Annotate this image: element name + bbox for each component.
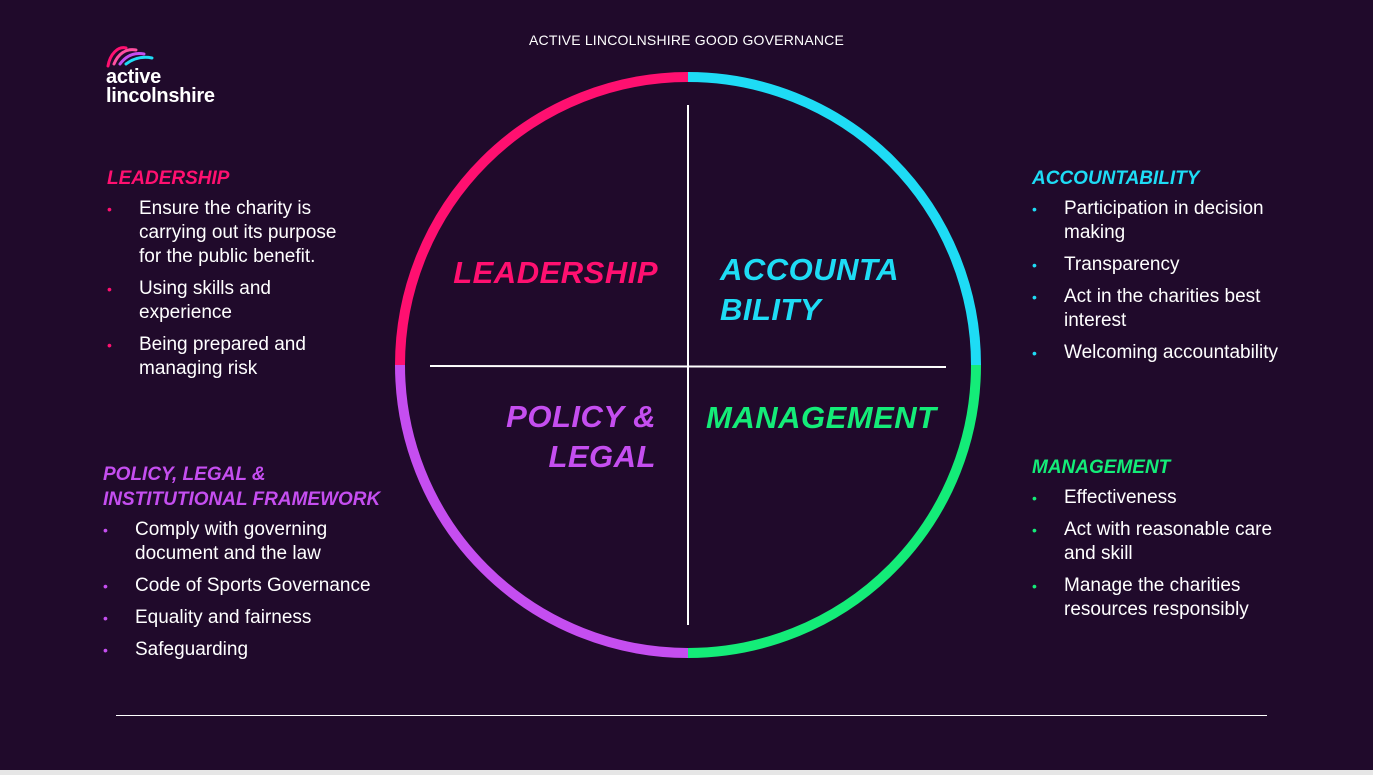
- item-line: Participation in decision: [1064, 198, 1264, 219]
- policy-arc: [395, 364, 689, 658]
- accountability-list: • Participation in decision making • Tra…: [1032, 197, 1332, 365]
- list-item: • Ensure the charity is carrying out its…: [107, 197, 387, 269]
- item-line: making: [1064, 222, 1126, 243]
- quadrant-label-policy-1: POLICY &: [506, 399, 656, 434]
- list-item: • Code of Sports Governance: [103, 574, 423, 598]
- accountability-heading: ACCOUNTABILITY: [1032, 168, 1200, 189]
- bullet-icon: •: [1032, 289, 1037, 305]
- list-item: • Being prepared and managing risk: [107, 333, 387, 381]
- policy-section: POLICY, LEGAL & INSTITUTIONAL FRAMEWORK …: [103, 462, 423, 670]
- list-item: • Welcoming accountability: [1032, 341, 1332, 365]
- bullet-icon: •: [107, 337, 112, 353]
- item-line: managing risk: [139, 358, 258, 379]
- bullet-icon: •: [1032, 257, 1037, 273]
- leadership-heading: LEADERSHIP: [107, 168, 230, 189]
- accountability-arc: [687, 72, 981, 366]
- bullet-icon: •: [1032, 522, 1037, 538]
- item-line: Transparency: [1064, 254, 1180, 275]
- list-item: • Act in the charities best interest: [1032, 285, 1332, 333]
- item-line: Equality and fairness: [135, 607, 312, 628]
- management-arc: [687, 364, 981, 658]
- item-line: Act with reasonable care: [1064, 519, 1273, 540]
- list-item: • Manage the charities resources respons…: [1032, 574, 1332, 622]
- bullet-icon: •: [1032, 345, 1037, 361]
- quadrant-label-leadership: LEADERSHIP: [453, 255, 658, 290]
- item-line: Manage the charities: [1064, 575, 1241, 596]
- bullet-icon: •: [107, 201, 112, 217]
- bullet-icon: •: [1032, 578, 1037, 594]
- policy-heading-line-2: INSTITUTIONAL FRAMEWORK: [103, 489, 381, 510]
- management-list: • Effectiveness • Act with reasonable ca…: [1032, 486, 1332, 622]
- bullet-icon: •: [103, 522, 108, 538]
- bottom-strip: [0, 770, 1373, 775]
- item-line: Using skills and: [139, 278, 271, 299]
- active-lincolnshire-logo: active lincolnshire: [104, 40, 244, 112]
- item-line: resources responsibly: [1064, 599, 1249, 620]
- leadership-arc: [395, 72, 689, 366]
- item-line: Effectiveness: [1064, 487, 1177, 508]
- policy-heading: POLICY, LEGAL & INSTITUTIONAL FRAMEWORK: [103, 462, 423, 512]
- policy-list: • Comply with governing document and the…: [103, 518, 423, 662]
- list-item: • Equality and fairness: [103, 606, 423, 630]
- management-heading: MANAGEMENT: [1032, 457, 1171, 478]
- footer-divider: [116, 715, 1267, 716]
- bullet-icon: •: [1032, 490, 1037, 506]
- list-item: • Transparency: [1032, 253, 1332, 277]
- item-line: document and the law: [135, 543, 321, 564]
- item-line: Welcoming accountability: [1064, 342, 1279, 363]
- logo-line-1: active: [106, 66, 161, 88]
- item-line: Comply with governing: [135, 519, 328, 540]
- quadrant-label-accountability-2: BILITY: [720, 292, 824, 327]
- list-item: • Participation in decision making: [1032, 197, 1332, 245]
- list-item: • Safeguarding: [103, 638, 423, 662]
- list-item: • Comply with governing document and the…: [103, 518, 423, 566]
- list-item: • Effectiveness: [1032, 486, 1332, 510]
- item-line: carrying out its purpose: [139, 222, 337, 243]
- item-line: for the public benefit.: [139, 246, 316, 267]
- logo-swoosh-icon: [106, 46, 154, 68]
- item-line: interest: [1064, 310, 1127, 331]
- item-line: Act in the charities best: [1064, 286, 1261, 307]
- logo-line-2: lincolnshire: [106, 85, 215, 107]
- bullet-icon: •: [103, 642, 108, 658]
- management-section: MANAGEMENT • Effectiveness • Act with re…: [1032, 455, 1332, 630]
- bullet-icon: •: [1032, 201, 1037, 217]
- leadership-section: LEADERSHIP • Ensure the charity is carry…: [107, 166, 387, 389]
- bullet-icon: •: [103, 578, 108, 594]
- quadrant-label-policy-2: LEGAL: [548, 439, 656, 474]
- leadership-list: • Ensure the charity is carrying out its…: [107, 197, 387, 381]
- page-title: ACTIVE LINCOLNSHIRE GOOD GOVERNANCE: [528, 32, 845, 48]
- item-line: and skill: [1064, 543, 1133, 564]
- policy-heading-line-1: POLICY, LEGAL &: [103, 464, 266, 485]
- list-item: • Act with reasonable care and skill: [1032, 518, 1332, 566]
- item-line: Code of Sports Governance: [135, 575, 371, 596]
- logo-wordmark: active lincolnshire: [106, 66, 215, 107]
- list-item: • Using skills and experience: [107, 277, 387, 325]
- horizontal-divider: [429, 365, 947, 368]
- item-line: experience: [139, 302, 232, 323]
- quadrant-label-management: MANAGEMENT: [706, 400, 939, 435]
- accountability-section: ACCOUNTABILITY • Participation in decisi…: [1032, 166, 1332, 373]
- item-line: Ensure the charity is: [139, 198, 312, 219]
- item-line: Safeguarding: [135, 639, 249, 660]
- bullet-icon: •: [107, 281, 112, 297]
- quadrant-label-accountability-1: ACCOUNTA: [719, 252, 899, 287]
- bullet-icon: •: [103, 610, 108, 626]
- item-line: Being prepared and: [139, 334, 306, 355]
